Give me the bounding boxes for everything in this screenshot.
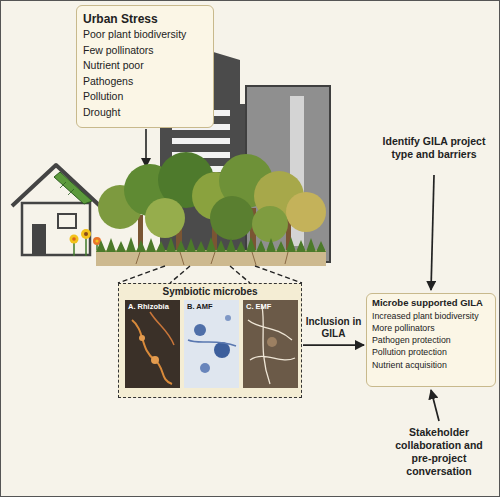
node-heading: B. AMF — [187, 302, 236, 311]
node-item: Pathogen protection — [372, 334, 490, 346]
amf-micrograph — [200, 363, 210, 373]
flowers — [95, 239, 98, 242]
flow-arrow — [303, 344, 364, 346]
outcome-box: Microbe supported GILAIncreased plant bi… — [366, 293, 496, 387]
node-item: Poor plant biodiversity — [83, 27, 207, 43]
rhizobia-micrograph — [151, 356, 159, 364]
rhizobia-micrograph — [132, 320, 172, 384]
flowers — [81, 229, 91, 239]
node-item: Pathogens — [83, 74, 207, 90]
house — [54, 172, 92, 204]
static-arrow — [141, 129, 151, 168]
node-heading: Stakeholder collaboration and pre-projec… — [386, 426, 492, 478]
trees — [252, 206, 288, 242]
house — [60, 182, 66, 188]
node-item: Nutrient poor — [83, 58, 207, 74]
emf-micrograph — [267, 337, 277, 347]
node-item: Pollution protection — [372, 346, 490, 358]
amf-micrograph — [194, 324, 206, 336]
stress-box: Urban StressPoor plant biodiversityFew p… — [76, 5, 214, 128]
edge-label: Inclusion in GILA — [303, 316, 365, 340]
rhizobia-micrograph — [139, 335, 145, 341]
emf-micrograph — [243, 300, 298, 388]
flow-arrow — [431, 390, 439, 421]
micrograph-panel: C. EMF — [243, 300, 298, 388]
step-text: Stakeholder collaboration and pre-projec… — [384, 424, 494, 468]
micrograph-panel: B. AMF — [184, 300, 239, 388]
microbe-box-fill — [118, 283, 302, 398]
emf-micrograph — [243, 300, 298, 388]
amf-micrograph — [225, 315, 231, 321]
grass-and-soil — [136, 252, 288, 265]
rhizobia-micrograph — [125, 300, 180, 388]
dark-building — [172, 138, 230, 144]
house — [68, 189, 74, 195]
emf-micrograph — [248, 306, 295, 384]
node-heading: Urban Stress — [83, 11, 207, 27]
house — [12, 165, 100, 255]
trees — [210, 196, 254, 240]
node-item: Pollution — [83, 89, 207, 105]
zoom-leader-lines — [255, 266, 302, 283]
flow-arrow — [431, 175, 434, 290]
amf-micrograph — [184, 300, 239, 388]
rhizobia-micrograph — [150, 312, 174, 345]
grass-and-soil — [96, 250, 326, 266]
node-heading: Identify GILA project type and barriers — [378, 135, 490, 161]
node-heading: C. EMF — [246, 302, 295, 311]
node-item: Increased plant biodiversity — [372, 310, 490, 322]
grass-and-soil — [96, 237, 326, 266]
microbe-box: Symbiotic microbes A. Rhizobia B. AMF C. EM… — [118, 283, 302, 398]
rhizobia-micrograph — [125, 300, 180, 388]
amf-micrograph — [184, 300, 239, 388]
flowers — [70, 235, 79, 244]
static-arrow — [145, 129, 147, 160]
node-item: More pollinators — [372, 322, 490, 334]
node-item: Few pollinators — [83, 43, 207, 59]
amf-micrograph — [214, 342, 230, 358]
node-item: Drought — [83, 105, 207, 121]
node-heading: Symbiotic microbes — [121, 286, 299, 298]
house — [32, 224, 46, 255]
amf-micrograph — [188, 340, 236, 346]
flowers — [84, 232, 88, 236]
zoom-leader-lines — [170, 266, 190, 283]
trees — [286, 192, 326, 232]
trees — [145, 198, 185, 238]
grass-and-soil — [96, 237, 326, 252]
flowers — [72, 237, 76, 241]
micrograph-panel: A. Rhizobia — [125, 300, 180, 388]
zoom-leader-lines — [118, 266, 302, 283]
step-text: Identify GILA project type and barriers — [376, 133, 492, 171]
node-heading: Microbe supported GILA — [372, 297, 490, 310]
zoom-leader-lines — [118, 266, 165, 283]
node-heading: A. Rhizobia — [128, 302, 177, 311]
node-item: Nutrient acquisition — [372, 359, 490, 371]
house — [12, 165, 100, 206]
zoom-leader-lines — [230, 266, 250, 283]
house — [58, 214, 76, 228]
house — [22, 203, 90, 255]
